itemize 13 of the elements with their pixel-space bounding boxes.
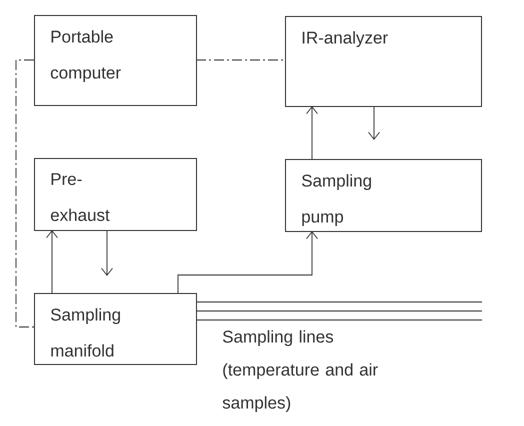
arrow — [178, 231, 318, 294]
arrow — [101, 230, 113, 276]
arrow — [306, 106, 318, 160]
process-box: IR-analyzer — [285, 16, 482, 107]
arrow — [46, 230, 58, 294]
connector-line — [16, 60, 34, 328]
sampling-line — [196, 310, 482, 312]
process-box: Sampling pump — [285, 159, 482, 232]
process-box: Pre- exhaust — [34, 158, 197, 231]
arrow — [368, 106, 380, 140]
process-box: Sampling manifold — [34, 293, 197, 365]
process-box: Portable computer — [34, 15, 197, 106]
note-text: Sampling lines (temperature and air samples) — [222, 330, 378, 412]
